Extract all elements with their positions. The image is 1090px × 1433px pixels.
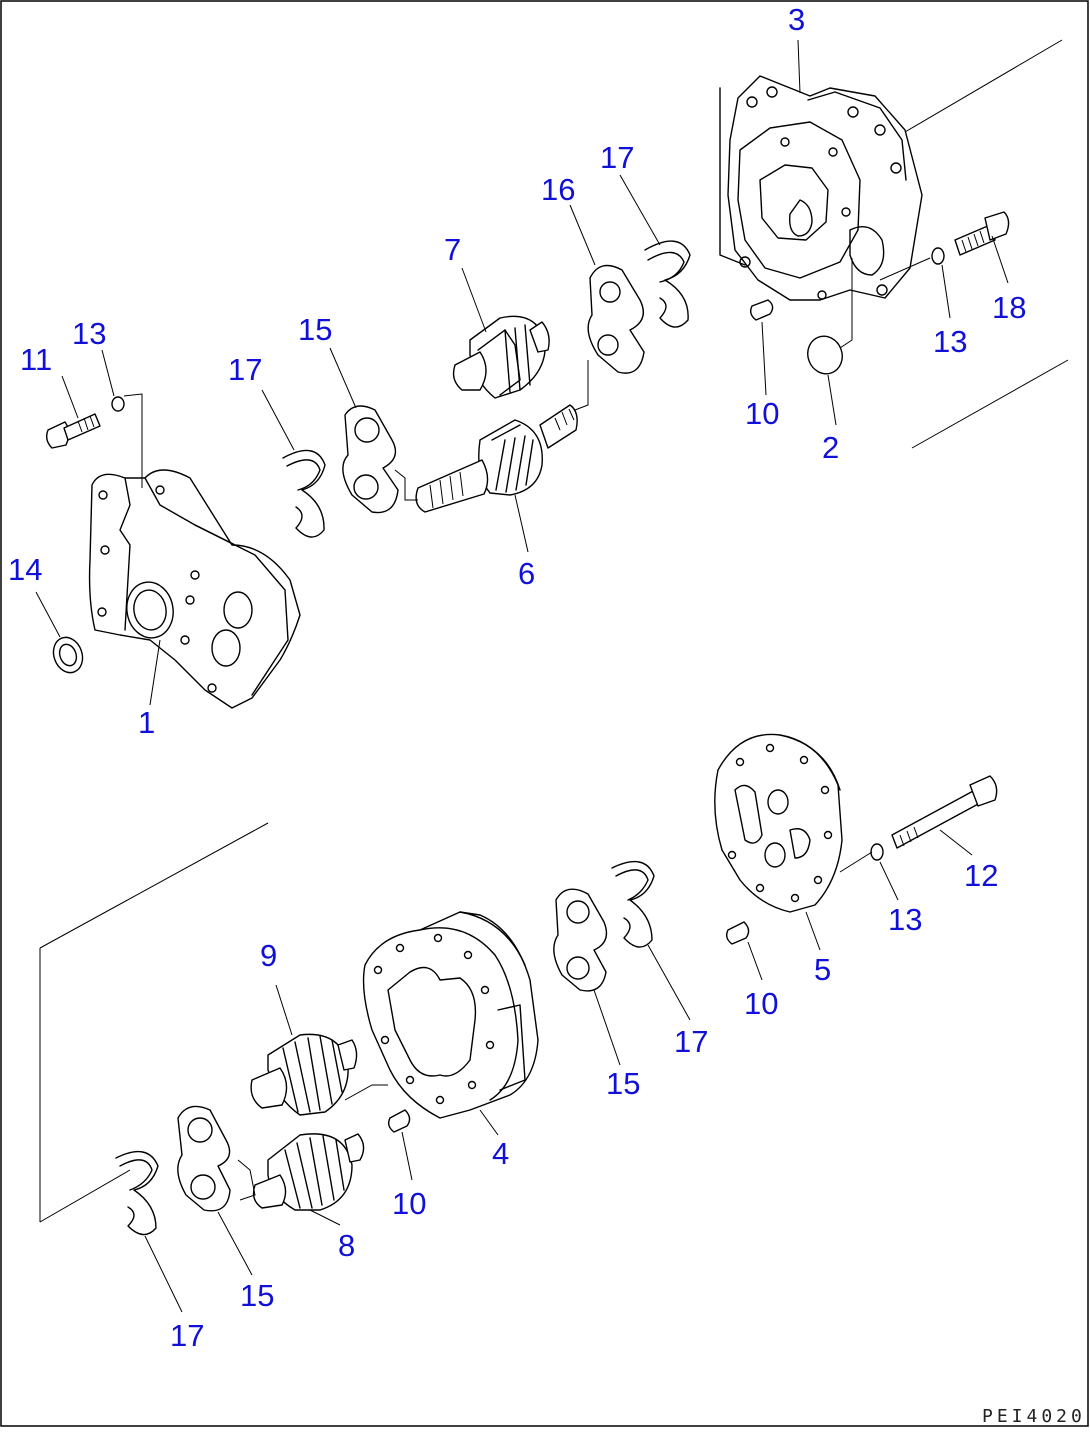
part-drive-gear-shaft [415, 404, 578, 513]
callout-6: 6 [518, 556, 535, 591]
callout-17: 17 [228, 352, 262, 387]
axis-line [39, 1169, 131, 1223]
callout-5: 5 [814, 952, 831, 987]
part-wear-plate [553, 888, 608, 992]
part-seal-clip [644, 240, 691, 328]
callout-10: 10 [392, 1186, 426, 1221]
callout-15: 15 [298, 312, 332, 347]
callout-13: 13 [888, 902, 922, 937]
callout-15: 15 [606, 1066, 640, 1101]
part-bolt [891, 775, 998, 849]
part-seal-clip [115, 1150, 159, 1236]
part-oil-seal [52, 636, 84, 674]
axis-line [39, 822, 269, 949]
callout-4: 4 [492, 1136, 509, 1171]
callout-17: 17 [170, 1318, 204, 1353]
axis-line [911, 359, 1069, 449]
callout-18: 18 [992, 290, 1026, 325]
callout-2: 2 [822, 430, 839, 465]
part-bolt [45, 413, 101, 449]
part-dowel-pin [725, 921, 750, 945]
callout-10: 10 [744, 986, 778, 1021]
part-front-cover [88, 469, 301, 709]
callout-16: 16 [541, 172, 575, 207]
part-drive-gear [252, 1133, 365, 1211]
callout-15: 15 [240, 1278, 274, 1313]
part-driven-gear [452, 315, 550, 399]
callout-13: 13 [72, 316, 106, 351]
callout-11: 11 [20, 342, 52, 377]
callout-17: 17 [600, 140, 634, 175]
part-bolt [954, 211, 1010, 256]
callout-13: 13 [933, 324, 967, 359]
callout-labels: 3 17 16 7 18 13 10 2 15 13 11 17 6 14 1 … [8, 2, 1026, 1353]
callout-3: 3 [788, 2, 805, 37]
part-wear-plate [587, 264, 645, 374]
part-wear-plate [342, 405, 399, 514]
part-gear-housing [362, 911, 539, 1119]
leader-lines [35, 39, 1009, 1313]
callout-9: 9 [260, 938, 277, 973]
part-o-ring [807, 335, 843, 375]
part-seal-clip [282, 449, 326, 538]
part-dowel-pin [387, 1109, 411, 1133]
part-washer [931, 247, 945, 265]
callout-8: 8 [338, 1228, 355, 1263]
part-driven-gear [250, 1033, 358, 1116]
part-end-plate [714, 733, 843, 913]
part-rear-cover [719, 75, 923, 301]
callout-1: 1 [138, 705, 155, 740]
part-washer [111, 396, 125, 412]
part-dowel-pin [749, 299, 774, 321]
callout-14: 14 [8, 552, 42, 587]
part-wear-plate [177, 1105, 231, 1212]
callout-7: 7 [444, 232, 461, 267]
part-washer [870, 843, 884, 861]
part-seal-clip [611, 860, 655, 948]
drawing-code: PEI4020 [982, 1406, 1086, 1427]
callout-10: 10 [745, 396, 779, 431]
callout-12: 12 [964, 858, 998, 893]
axis-line [904, 39, 1063, 133]
callout-17: 17 [674, 1024, 708, 1059]
